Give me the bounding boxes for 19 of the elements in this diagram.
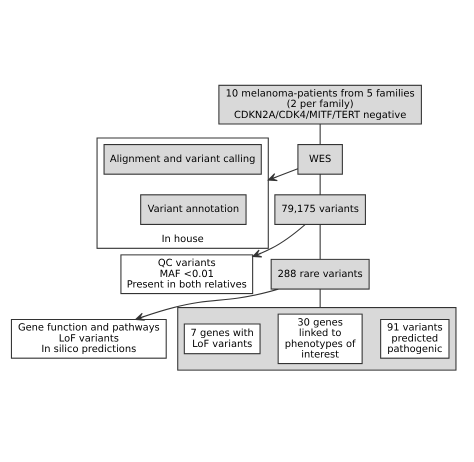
connector — [320, 224, 321, 260]
connector — [320, 289, 321, 308]
node-box: 91 variants predicted pathogenic — [380, 318, 450, 359]
arrow — [252, 224, 306, 258]
node-box: QC variants MAF <0.01 Present in both relatives — [120, 254, 254, 294]
connector — [320, 124, 321, 144]
cluster — [177, 307, 456, 371]
node-box: WES — [297, 144, 343, 175]
node-box: 10 melanoma-patients from 5 families (2 per family) CDKN2A/CDK4/MITF/TERT negative — [218, 84, 422, 125]
node-box: Variant annotation — [140, 194, 247, 225]
node-box: 30 genes linked to phenotypes of interest — [278, 314, 363, 364]
connector — [320, 174, 321, 195]
node-box: Alignment and variant calling — [104, 144, 262, 175]
arrow — [268, 168, 298, 182]
node-box: Gene function and pathways LoF variants In silico predictions — [10, 318, 167, 359]
node-box: 79,175 variants — [274, 194, 366, 225]
node-box: 7 genes with LoF variants — [184, 323, 261, 354]
arrow — [135, 288, 279, 321]
node-box: 288 rare variants — [270, 258, 370, 290]
